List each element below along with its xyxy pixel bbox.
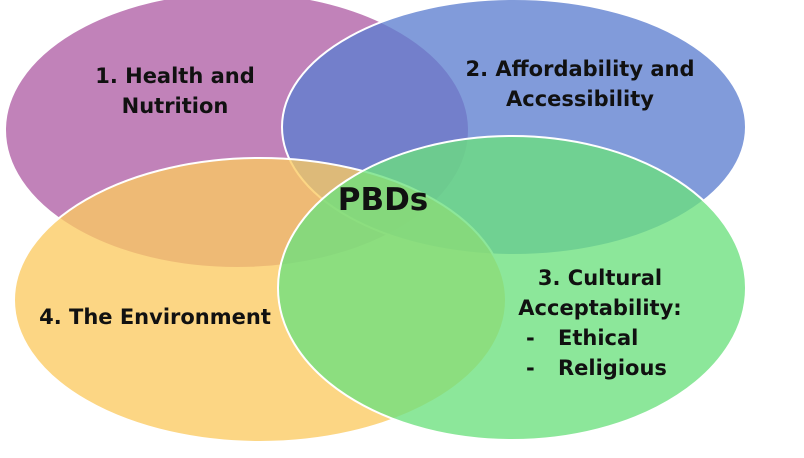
label-health-line-1: 1. Health and <box>95 64 255 88</box>
item-religious: Religious <box>558 356 667 380</box>
label-afford-line-1: 2. Affordability and <box>465 57 695 81</box>
label-afford-line-2: Accessibility <box>506 87 654 111</box>
bullet-dash: - <box>526 326 535 350</box>
label-health-line-2: Nutrition <box>121 94 229 118</box>
label-cult-item-ethical: -Ethical <box>510 323 690 353</box>
bullet-dash: - <box>526 356 535 380</box>
label-cultural-acceptability: 3. Cultural Acceptability: -Ethical -Rel… <box>510 263 690 383</box>
item-ethical: Ethical <box>558 326 639 350</box>
label-cult-line-1: 3. Cultural <box>537 266 663 290</box>
center-label-pbds: PBDs <box>337 182 429 218</box>
label-health-nutrition: 1. Health and Nutrition <box>60 61 290 121</box>
label-cult-item-religious: -Religious <box>510 353 690 383</box>
label-environment: 4. The Environment <box>20 302 290 332</box>
label-cult-line-2: Acceptability: <box>518 296 682 320</box>
label-env-line-1: 4. The Environment <box>39 305 271 329</box>
label-affordability-accessibility: 2. Affordability and Accessibility <box>445 54 715 114</box>
circle-cultural <box>277 135 747 441</box>
